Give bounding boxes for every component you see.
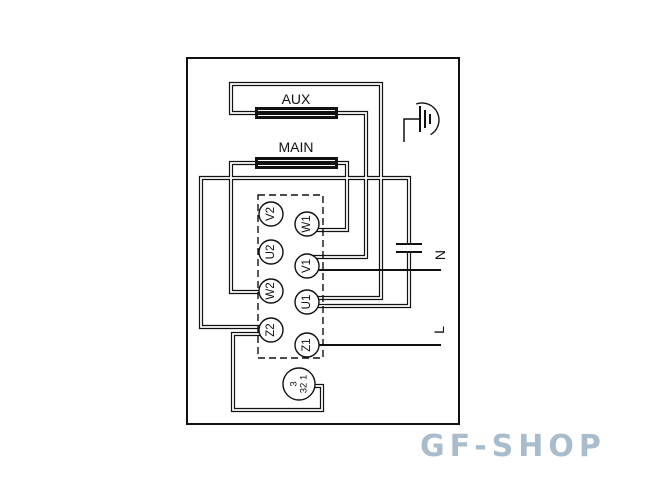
ground-icon	[403, 102, 440, 142]
main-coil	[255, 157, 338, 169]
thermal-switch: 3 32 1	[282, 367, 316, 401]
terminal-label: W2	[265, 282, 277, 299]
wire-core	[232, 333, 323, 411]
thermal-label-1: 3	[289, 381, 300, 386]
wire-core	[230, 162, 271, 293]
terminal-w1: W1	[294, 211, 320, 237]
terminal-label: V1	[301, 259, 313, 273]
terminal-label: U2	[265, 245, 277, 260]
terminal-block	[257, 194, 324, 359]
wire-core	[230, 83, 382, 299]
aux-coil	[255, 107, 338, 119]
wire-core	[200, 177, 410, 328]
wires	[198, 81, 412, 413]
wire-core	[307, 112, 367, 258]
terminal-label: W1	[301, 215, 313, 232]
wire-main-left	[228, 160, 271, 295]
terminal-label: V2	[265, 207, 277, 221]
aux-label: AUX	[282, 91, 311, 107]
aux-coil-body	[255, 107, 338, 119]
terminal-z2: Z2	[258, 317, 284, 343]
watermark: GF-SHOP	[420, 429, 606, 464]
live-label: L	[431, 326, 447, 334]
capacitor	[396, 243, 422, 253]
wire-core	[307, 162, 348, 231]
terminal-label: Z2	[265, 323, 277, 336]
terminal-v1: V1	[294, 253, 320, 279]
terminal-w2: W2	[258, 278, 284, 304]
terminal-label: Z1	[301, 338, 313, 351]
terminal-box-frame	[186, 57, 460, 425]
terminal-u1: U1	[294, 289, 320, 315]
terminal-u2: U2	[258, 239, 284, 265]
wire-aux-right	[307, 110, 369, 260]
terminal-z1: Z1	[294, 332, 320, 358]
thermal-label-2: 32 1	[299, 375, 310, 394]
neutral-label: N	[432, 250, 448, 260]
terminal-v2: V2	[258, 201, 284, 227]
main-coil-body	[255, 157, 338, 169]
main-label: MAIN	[279, 139, 314, 155]
terminal-label: U1	[301, 295, 313, 310]
